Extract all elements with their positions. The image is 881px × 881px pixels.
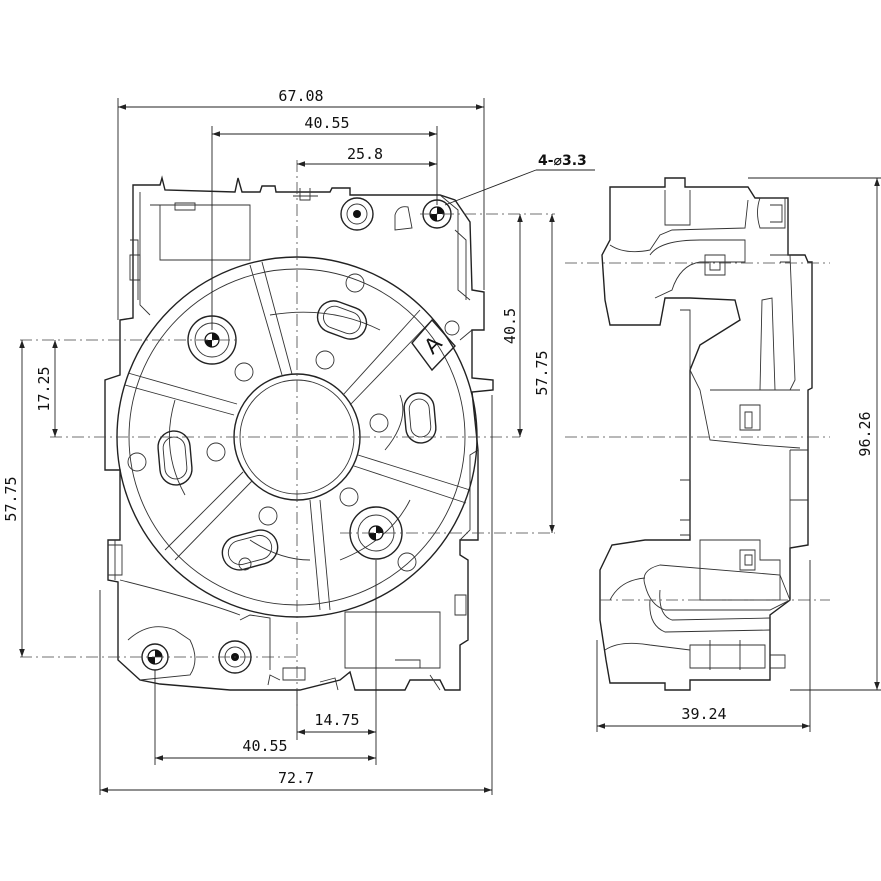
left-vertical-dimensions: 17.25 57.75 [2,340,58,657]
dim-40-5: 40.5 [501,308,519,344]
right-vertical-dimensions: 40.5 57.75 [501,214,555,533]
dim-67-08: 67.08 [278,87,323,105]
side-height-dimension: 96.26 [748,177,881,691]
dim-17-25: 17.25 [35,366,53,411]
slot-holes [157,300,437,571]
dim-14-75: 14.75 [314,711,359,729]
small-holes [127,273,460,572]
front-view: A 67.08 40.55 25.8 4-⌀3.3 [2,87,595,795]
bottom-dimensions: 14.75 40.55 72.7 [99,395,493,795]
dim-57-75-right: 57.75 [533,350,551,395]
dim-25-8: 25.8 [347,145,383,163]
side-depth-dimension: 39.24 [596,560,811,732]
front-centerlines [20,160,555,720]
marking-a: A [411,318,456,372]
dim-57-75-left: 57.75 [2,476,20,521]
dim-40-55-top: 40.55 [304,114,349,132]
top-dimensions: 67.08 40.55 25.8 4-⌀3.3 [117,87,595,330]
side-view: 96.26 39.24 [565,177,881,732]
hole-center-marks [147,206,445,665]
marking-letter: A [419,330,447,358]
dim-39-24: 39.24 [681,705,726,723]
hole-callout: 4-⌀3.3 [538,153,587,169]
dim-72-7: 72.7 [278,769,314,787]
ring-spokes [124,261,471,611]
dim-96-26: 96.26 [856,411,874,456]
dim-40-55-bottom: 40.55 [242,737,287,755]
